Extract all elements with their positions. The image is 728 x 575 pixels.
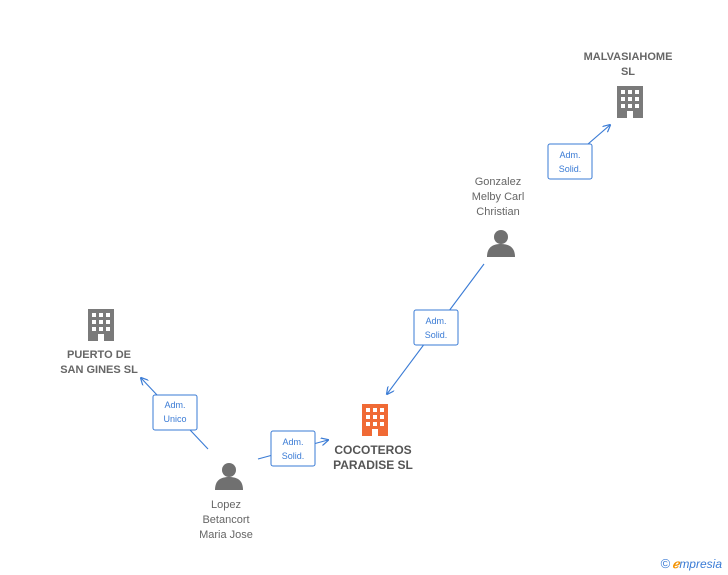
node-label-line1: Gonzalez: [475, 176, 521, 188]
edge-lopez-cocoteros: Adm. Solid.: [257, 430, 328, 467]
building-icon: [362, 404, 388, 436]
node-label-line3: Maria Jose: [199, 529, 253, 541]
edge-label-line2: Solid.: [425, 330, 448, 340]
edge-label-line2: Unico: [163, 414, 186, 424]
brand-logo-e: ℯ: [672, 557, 680, 571]
person-icon: [215, 463, 243, 490]
node-puerto[interactable]: PUERTO DE SAN GINES SL: [60, 309, 138, 376]
node-label-line2: Betancort: [202, 514, 249, 526]
edge-label-box[interactable]: [152, 394, 198, 431]
person-icon: [487, 230, 515, 257]
edge-label-line1: Adm.: [282, 437, 303, 447]
node-gonzalez[interactable]: Gonzalez Melby Carl Christian: [472, 176, 525, 257]
brand-logo: ©ℯmpresia: [661, 556, 722, 571]
node-lopez[interactable]: Lopez Betancort Maria Jose: [199, 463, 253, 541]
edge-gonzalez-cocoteros: Adm. Solid.: [387, 263, 485, 394]
edge-label-box[interactable]: [547, 143, 593, 180]
node-malvasiahome[interactable]: MALVASIAHOME SL: [584, 51, 673, 118]
node-label-line1: Lopez: [211, 499, 241, 511]
brand-logo-text: mpresia: [679, 557, 722, 571]
edge-lopez-puerto: Adm. Unico: [141, 378, 209, 450]
node-label-line2: Melby Carl: [472, 191, 525, 203]
edge-label-line1: Adm.: [164, 400, 185, 410]
node-label-line2: SL: [621, 66, 635, 78]
building-icon: [617, 86, 643, 118]
edge-label-line1: Adm.: [425, 316, 446, 326]
edge-gonzalez-malvasiahome: Adm. Solid.: [547, 125, 610, 180]
edge-label-box[interactable]: [270, 430, 316, 467]
node-label-line2: PARADISE SL: [333, 458, 413, 472]
node-label-line1: COCOTEROS: [334, 443, 411, 457]
building-icon: [88, 309, 114, 341]
node-label-line3: Christian: [476, 206, 519, 218]
node-cocoteros[interactable]: COCOTEROS PARADISE SL: [333, 404, 413, 472]
edge-label-line1: Adm.: [559, 150, 580, 160]
node-label-line1: MALVASIAHOME: [584, 51, 673, 63]
edge-label-box[interactable]: [413, 309, 459, 346]
node-label-line2: SAN GINES SL: [60, 364, 138, 376]
node-label-line1: PUERTO DE: [67, 349, 131, 361]
copyright-icon: ©: [660, 556, 671, 571]
edge-label-line2: Solid.: [559, 164, 582, 174]
edge-label-line2: Solid.: [282, 451, 305, 461]
